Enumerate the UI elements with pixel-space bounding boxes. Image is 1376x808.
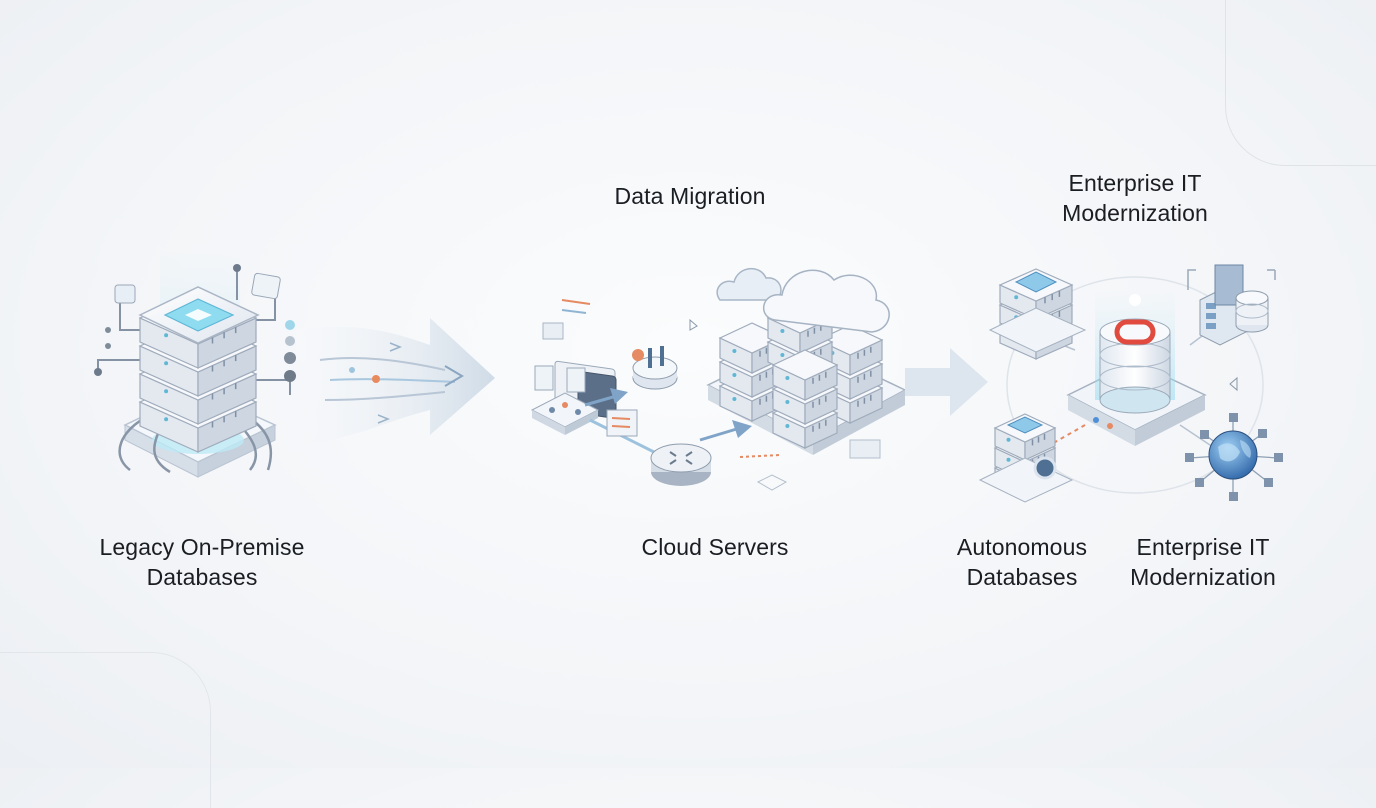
migration-diagram [94,250,1283,503]
cloud-server-unit [771,349,839,401]
stack-platform [978,457,1074,503]
autonomous-database-icon [978,268,1264,503]
screen-top [1006,416,1044,434]
modernization-arrow-icon [905,348,988,416]
stack-platform [988,307,1087,353]
screen-top [1014,271,1058,293]
migration-arrow-icon [300,318,495,445]
datacenter-mini-icon [1187,264,1276,346]
data-migration-label: Data Migration [614,183,766,209]
legacy-server-stack-icon [94,250,296,478]
cloud-server-cluster-icon [530,268,907,491]
cloud-server-unit [816,324,884,376]
corner-decoration-bottom-left [0,652,211,808]
cloud-servers-label: Cloud Servers [641,534,789,560]
corner-decoration-top-right [1225,0,1376,166]
globe-network-icon [1185,413,1283,501]
